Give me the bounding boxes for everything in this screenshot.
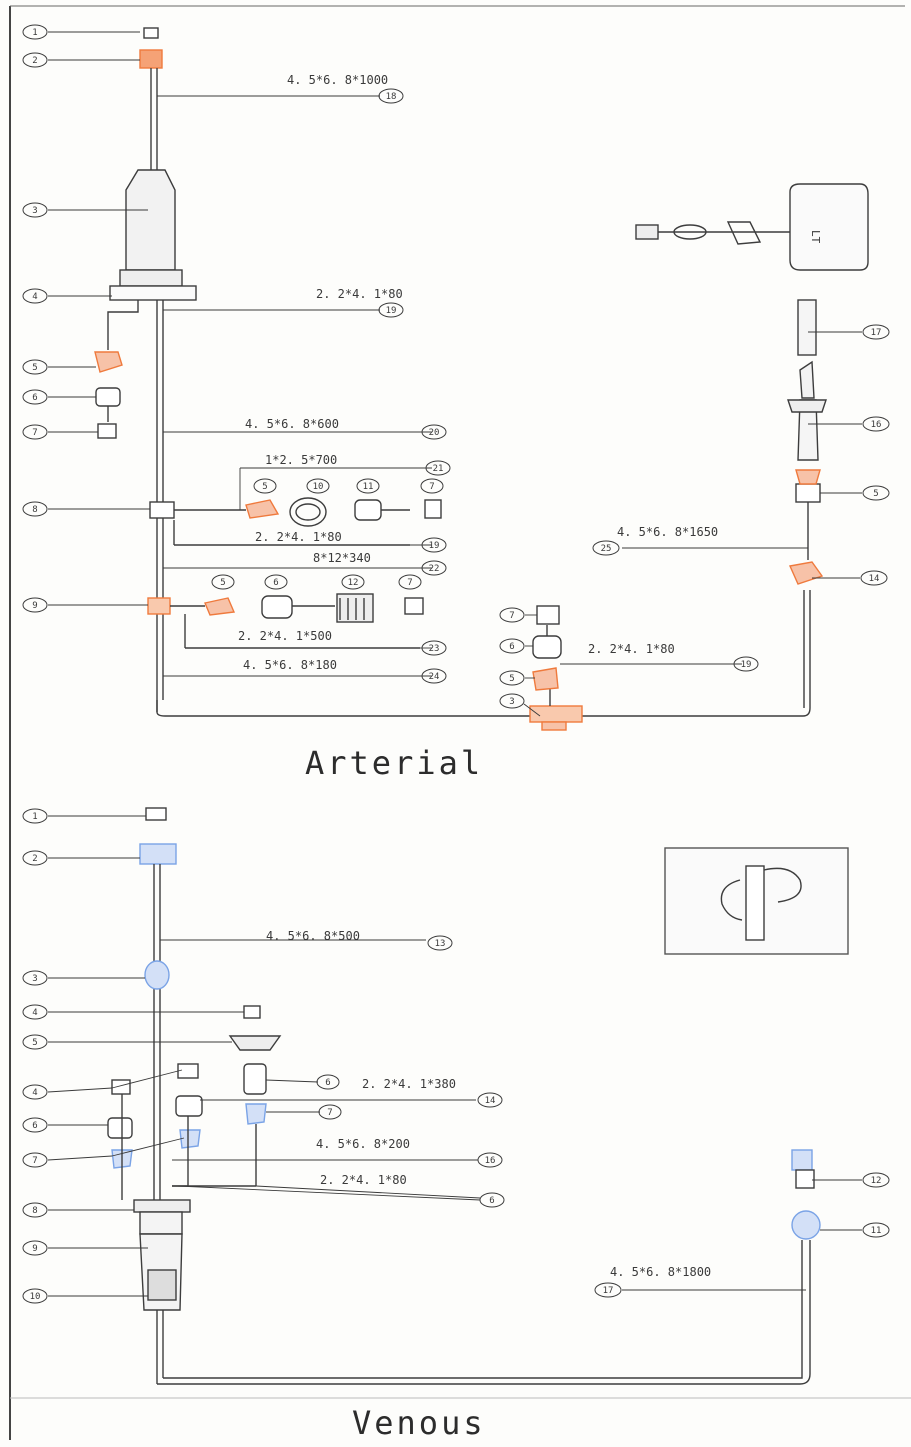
spec-text: 2. 2*4. 1*80 [320,1173,407,1187]
callout-number: 5 [509,674,514,684]
spec-number: 22 [429,564,440,574]
callout-number: 5 [32,363,37,373]
arterial-specs: 4. 5*6. 8*1000 18 2. 2*4. 1*80 19 4. 5*6… [238,73,751,682]
callout-number: 5 [873,489,878,499]
spec-number: 21 [433,464,444,474]
callout-number: 1 [32,28,37,38]
spec-text: 2. 2*4. 1*80 [588,642,675,656]
callout-number: 2 [32,854,37,864]
arterial-title: Arterial [305,744,484,782]
callout-number: 8 [32,1206,37,1216]
spec-number: 19 [741,660,752,670]
spec-number: 20 [429,428,440,438]
callout-number: 7 [407,578,412,588]
spec-number: 19 [429,541,440,551]
callout-number: 16 [871,420,882,430]
venous-specs: 4. 5*6. 8*500 13 2. 2*4. 1*380 14 4. 5*6… [266,929,711,1296]
callout-number: 5 [32,1038,37,1048]
callout-number: 11 [363,482,374,492]
callout-number: 10 [30,1292,41,1302]
venous-leaders [47,815,862,1297]
spec-number: 25 [601,544,612,554]
spec-text: 2. 2*4. 1*80 [255,530,342,544]
spec-number: 17 [603,1286,614,1296]
spec-text: 4. 5*6. 8*1650 [617,525,718,539]
spec-text: 4. 5*6. 8*1800 [610,1265,711,1279]
callout-number: 5 [220,578,225,588]
spec-number: 23 [429,644,440,654]
spec-number: 18 [386,92,397,102]
callout-number: 3 [32,206,37,216]
spec-number: 13 [435,939,446,949]
callout-number: 3 [509,697,514,707]
arterial-diagram: LT [94,27,869,731]
callout-number: 1 [32,812,37,822]
arterial-callout-circles [22,24,890,709]
callout-number: 6 [273,578,278,588]
callout-number: 7 [429,482,434,492]
callout-number: 17 [871,328,882,338]
inset-label: LT [809,230,822,244]
callout-number: 2 [32,56,37,66]
spec-text: 4. 5*6. 8*500 [266,929,360,943]
spec-text: 8*12*340 [313,551,371,565]
callout-number: 6 [325,1078,330,1088]
spec-text: 4. 5*6. 8*1000 [287,73,388,87]
spec-number: 24 [429,672,440,682]
callout-number: 7 [32,1156,37,1166]
callout-number: 7 [32,428,37,438]
callout-number: 7 [327,1108,332,1118]
callout-number: 6 [32,1121,37,1131]
spec-number: 14 [485,1096,496,1106]
venous-diagram [107,807,849,1385]
callout-number: 10 [313,482,324,492]
callout-number: 8 [32,505,37,515]
arterial-callout-numbers: 1 2 3 4 5 6 7 8 9 5 10 11 7 5 6 12 7 7 6… [32,28,881,707]
spec-text: 4. 5*6. 8*180 [243,658,337,672]
callout-number: 12 [348,578,359,588]
spec-text: 4. 5*6. 8*200 [316,1137,410,1151]
spec-text: 2. 2*4. 1*500 [238,629,332,643]
spec-number: 19 [386,306,397,316]
spec-text: 4. 5*6. 8*600 [245,417,339,431]
callout-number: 12 [871,1176,882,1186]
spec-text: 2. 2*4. 1*380 [362,1077,456,1091]
spec-text: 2. 2*4. 1*80 [316,287,403,301]
callout-number: 3 [32,974,37,984]
callout-number: 11 [871,1226,882,1236]
spec-number: 16 [485,1156,496,1166]
callout-number: 5 [262,482,267,492]
callout-number: 14 [869,574,880,584]
venous-title: Venous [352,1404,486,1442]
spec-text: 1*2. 5*700 [265,453,337,467]
callout-number: 7 [509,611,514,621]
callout-number: 4 [32,292,37,302]
callout-number: 6 [509,642,514,652]
callout-number: 6 [32,393,37,403]
callout-number: 9 [32,1244,37,1254]
spec-number: 6 [489,1196,494,1206]
callout-number: 4 [32,1088,37,1098]
callout-number: 9 [32,601,37,611]
callout-number: 4 [32,1008,37,1018]
venous-callout-circles [22,808,890,1304]
venous-callout-numbers: 1 2 3 4 5 4 6 7 8 9 10 6 7 12 11 [30,812,882,1302]
arterial-leaders [48,31,862,717]
